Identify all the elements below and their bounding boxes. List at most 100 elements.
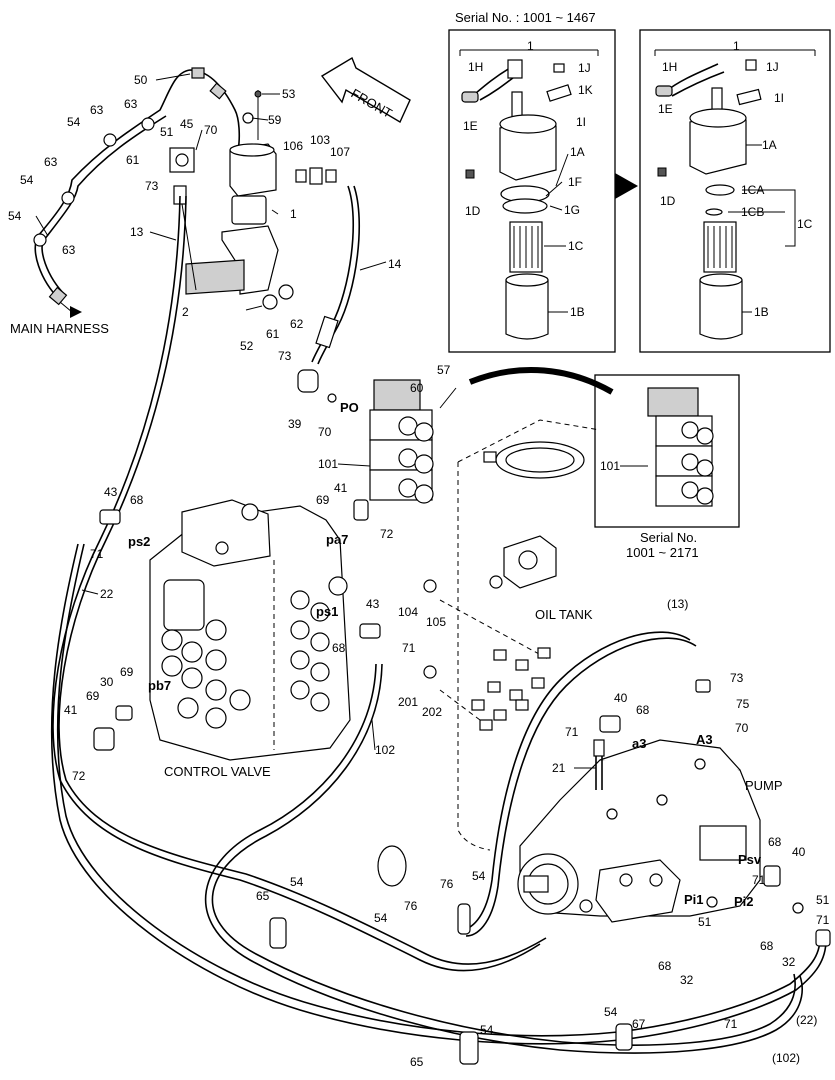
svg-text:72: 72 <box>380 527 394 541</box>
filter-detail-labels-old: 1 1H 1J 1K 1E 1I 1A 1F 1D 1G 1C 1B <box>463 39 593 319</box>
svg-text:106: 106 <box>283 139 303 153</box>
svg-text:63: 63 <box>90 103 104 117</box>
svg-text:101: 101 <box>600 459 620 473</box>
svg-text:104: 104 <box>398 605 418 619</box>
wire-harness[interactable] <box>33 67 241 318</box>
caption-control-valve: CONTROL VALVE <box>164 764 271 779</box>
solenoid-valve-detail <box>647 387 714 507</box>
svg-text:73: 73 <box>730 671 744 685</box>
svg-text:70: 70 <box>204 123 218 137</box>
leader-lines <box>35 73 762 769</box>
svg-text:68: 68 <box>658 959 672 973</box>
svg-text:69: 69 <box>316 493 330 507</box>
clamp-65-lower[interactable] <box>459 1031 479 1065</box>
svg-text:65: 65 <box>256 889 270 903</box>
hose-102[interactable] <box>204 663 803 1054</box>
change-arrow-icon <box>615 173 638 199</box>
svg-text:1CA: 1CA <box>741 183 764 197</box>
svg-text:103: 103 <box>310 133 330 147</box>
svg-text:(102): (102) <box>772 1051 800 1065</box>
hose-14[interactable] <box>311 185 361 365</box>
svg-text:72: 72 <box>72 769 86 783</box>
svg-text:201: 201 <box>398 695 418 709</box>
svg-text:1H: 1H <box>662 60 677 74</box>
svg-text:63: 63 <box>124 97 138 111</box>
svg-text:1CB: 1CB <box>741 205 764 219</box>
svg-text:1J: 1J <box>578 61 591 75</box>
serial-range-detail-1: Serial No. <box>640 530 697 545</box>
main-pump[interactable] <box>517 739 761 923</box>
svg-text:1B: 1B <box>570 305 585 319</box>
svg-text:Pi2: Pi2 <box>734 894 754 909</box>
svg-text:1C: 1C <box>568 239 584 253</box>
svg-text:62: 62 <box>290 317 304 331</box>
svg-text:39: 39 <box>288 417 302 431</box>
svg-text:71: 71 <box>565 725 579 739</box>
svg-text:1F: 1F <box>568 175 582 189</box>
svg-text:54: 54 <box>20 173 34 187</box>
svg-text:1: 1 <box>290 207 297 221</box>
clamp-67[interactable] <box>615 1023 633 1051</box>
svg-text:76: 76 <box>404 899 418 913</box>
clamp-76[interactable] <box>377 845 471 935</box>
svg-text:61: 61 <box>266 327 280 341</box>
control-valve[interactable] <box>149 499 351 761</box>
svg-text:60: 60 <box>410 381 424 395</box>
caption-oil-tank: OIL TANK <box>535 607 593 622</box>
svg-text:Psv: Psv <box>738 852 762 867</box>
svg-text:13: 13 <box>130 225 144 239</box>
clamp-65-upper[interactable] <box>269 917 287 949</box>
svg-text:71: 71 <box>752 873 766 887</box>
svg-text:1: 1 <box>733 39 740 53</box>
svg-text:71: 71 <box>90 547 104 561</box>
solenoid-valve-block[interactable] <box>297 369 457 504</box>
tank-bolt-pattern <box>471 647 551 731</box>
svg-text:54: 54 <box>290 875 304 889</box>
svg-text:a3: a3 <box>632 736 646 751</box>
hose-13-lower[interactable] <box>459 631 697 937</box>
fittings <box>93 499 831 947</box>
svg-text:68: 68 <box>332 641 346 655</box>
svg-text:Pi1: Pi1 <box>684 892 704 907</box>
svg-text:52: 52 <box>240 339 254 353</box>
svg-text:54: 54 <box>604 1005 618 1019</box>
svg-text:68: 68 <box>760 939 774 953</box>
svg-text:105: 105 <box>426 615 446 629</box>
svg-text:73: 73 <box>278 349 292 363</box>
oil-tank-outline <box>439 419 601 851</box>
svg-text:54: 54 <box>374 911 388 925</box>
svg-text:pa7: pa7 <box>326 532 348 547</box>
svg-text:40: 40 <box>792 845 806 859</box>
svg-text:1B: 1B <box>754 305 769 319</box>
svg-text:1K: 1K <box>578 83 593 97</box>
svg-text:50: 50 <box>134 73 148 87</box>
svg-text:1J: 1J <box>766 60 779 74</box>
svg-text:43: 43 <box>104 485 118 499</box>
svg-text:69: 69 <box>120 665 134 679</box>
svg-text:54: 54 <box>472 869 486 883</box>
hose-13[interactable] <box>52 195 547 972</box>
caption-main-harness: MAIN HARNESS <box>10 321 109 336</box>
solenoid-detail-frame <box>594 374 740 528</box>
hose-22[interactable] <box>50 543 827 1045</box>
svg-text:1D: 1D <box>660 194 676 208</box>
serial-range-detail-2: 1001 ~ 2171 <box>626 545 699 560</box>
svg-text:32: 32 <box>782 955 796 969</box>
svg-text:71: 71 <box>724 1017 738 1031</box>
pilot-filter-assembly[interactable] <box>169 90 337 311</box>
svg-text:22: 22 <box>100 587 114 601</box>
svg-text:1E: 1E <box>463 119 478 133</box>
filter-detail-labels-new: 1 1H 1J 1E 1I 1A 1D 1CA 1CB 1C 1B <box>658 39 813 319</box>
svg-text:A3: A3 <box>696 732 713 747</box>
filter-detail-frame-new <box>639 29 831 353</box>
svg-text:71: 71 <box>402 641 416 655</box>
svg-text:68: 68 <box>130 493 144 507</box>
svg-text:(22): (22) <box>796 1013 817 1027</box>
filter-assembly-old <box>459 49 599 340</box>
svg-text:101: 101 <box>318 457 338 471</box>
svg-text:57: 57 <box>437 363 451 377</box>
svg-text:43: 43 <box>366 597 380 611</box>
front-direction-arrow[interactable]: FRONT <box>320 56 411 123</box>
svg-text:63: 63 <box>44 155 58 169</box>
svg-text:40: 40 <box>614 691 628 705</box>
